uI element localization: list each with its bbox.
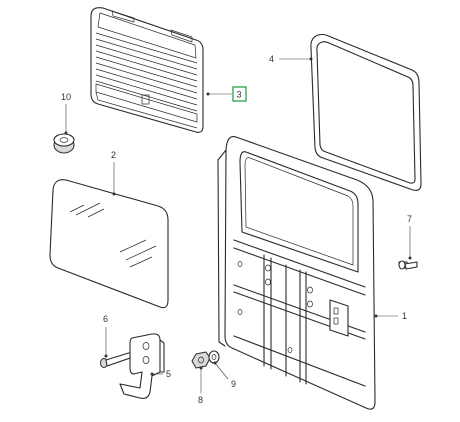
- callout-9[interactable]: 9: [231, 379, 236, 389]
- part-4-window-seal[interactable]: [310, 33, 422, 191]
- part-6-bolt[interactable]: [100, 351, 134, 368]
- leader-lines: [64, 57, 412, 393]
- callout-3-highlight-box: [232, 86, 247, 102]
- callout-labels: 3 4 10 2 7 6 5 1 8 9: [61, 54, 412, 405]
- callout-7[interactable]: 7: [407, 214, 412, 224]
- part-1-door-frame[interactable]: [217, 135, 376, 410]
- part-9-washer[interactable]: [208, 350, 220, 364]
- callout-4[interactable]: 4: [269, 54, 274, 64]
- callout-1[interactable]: 1: [402, 311, 407, 321]
- part-5-hinge-bracket[interactable]: [119, 333, 165, 399]
- part-3-door-trim-panel[interactable]: [90, 7, 204, 133]
- callout-10[interactable]: 10: [61, 92, 71, 102]
- callout-2[interactable]: 2: [111, 150, 116, 160]
- callout-5[interactable]: 5: [166, 369, 171, 379]
- callout-3[interactable]: 3: [237, 90, 242, 100]
- part-7-bolt[interactable]: [398, 260, 418, 270]
- part-10-grommet[interactable]: [53, 133, 75, 154]
- callout-8[interactable]: 8: [198, 395, 203, 405]
- part-8-nut[interactable]: [191, 351, 211, 369]
- part-2-door-glass[interactable]: [49, 179, 169, 309]
- callout-6[interactable]: 6: [103, 314, 108, 324]
